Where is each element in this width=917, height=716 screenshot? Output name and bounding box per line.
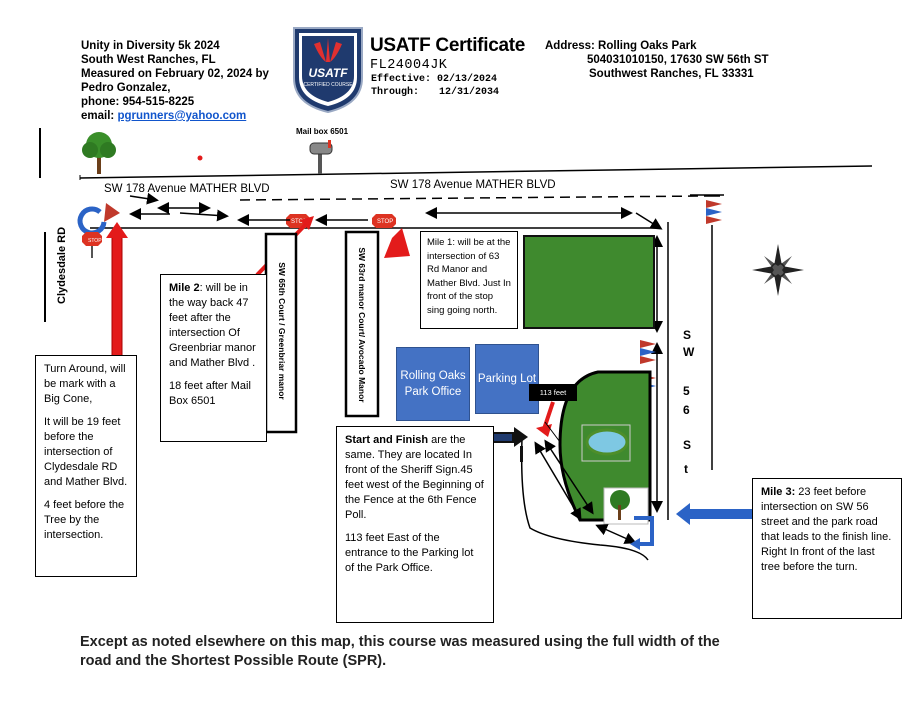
start-finish-note: Start and Finish are the same. They are … [336,426,494,623]
logo-subtext: CERTIFIED COURSE [303,82,353,88]
parking-lot-building: Parking Lot [475,344,539,414]
road-top-edge [79,165,873,179]
email-link[interactable]: pgrunners@yahoo.com [117,110,247,122]
mile2-note: Mile 2: will be in the way back 47 feet … [160,274,267,442]
certificate-title: USATF Certificate [370,35,526,56]
court65-label: SW 65th Court / Greenbriar manor [277,262,287,400]
mailbox-label: Mail box 6501 [296,127,349,136]
sw56-letter-2: W [683,345,695,359]
mile2-extra: 18 feet after Mail Box 6501 [169,380,251,407]
mile1-text: Mile 1: will be at the intersection of 6… [427,237,511,316]
effective-date: 02/13/2024 [437,74,498,85]
usatf-logo: USATF CERTIFIED COURSE [290,22,366,114]
turnaround-line3: 4 feet before the Tree by the intersecti… [44,499,125,541]
footer-line1: Except as noted elsewhere on this map, t… [80,634,720,650]
sw56-letter-4: 6 [683,403,690,417]
stop-sign-avocado [372,214,396,228]
measurer-name: Pedro Gonzalez, [81,82,171,94]
sw56-letter-5: S [683,438,692,452]
mile2-text: : will be in the way back 47 feet after … [169,282,256,369]
stop-sign-clydesdale [82,232,102,258]
event-name: Unity in Diversity 5k 2024 [81,40,220,52]
red-arrow-up-clydesdale [106,222,128,359]
stop-text-2: STOP [291,219,307,225]
turnaround-note: Turn Around, will be mark with a Big Con… [35,355,137,577]
email-label: email: [81,110,115,122]
effective-label: Effective: [371,74,432,85]
through-label: Through: [371,87,420,98]
phone-number: phone: 954-515-8225 [81,96,195,108]
turnaround-line1: Turn Around, will be mark with a Big Con… [44,363,126,405]
blue-turn-arrow [634,516,654,546]
road-label-right: SW 178 Avenue MATHER BLVD [390,179,556,191]
start-finish-label: Start and Finish [345,434,429,446]
red-arrow-mile1 [384,228,410,258]
footer-line2: road and the Shortest Possible Route (SP… [80,653,387,669]
stop-text-3: STOP [377,219,393,225]
avocado-court [344,230,380,418]
sw56-letter-3: 5 [683,384,690,398]
turnaround-icon [77,203,120,236]
feet-tag: 113 feet [529,384,577,401]
email-line: email: pgrunners@yahoo.com [81,109,291,123]
mailbox-icon [309,140,333,174]
sw56-letter-1: S [683,328,692,342]
green-field [523,235,655,329]
turnaround-line2: It will be 19 feet before the intersecti… [44,416,128,488]
logo-text: USATF [308,66,348,80]
mile3-text: 23 feet before intersection on SW 56 str… [761,486,892,573]
park-office-building: Rolling Oaks Park Office [396,347,470,421]
address-line2: 504031010150, 17630 SW 56th ST [587,54,769,66]
address-block: Address: Rolling Oaks Park 504031010150,… [545,39,805,81]
start-finish-text: are the same. They are located In front … [345,434,484,521]
through-row: Through: 12/31/2034 [371,87,499,98]
sw56-letter-6: t [684,462,688,476]
court63-label: SW 63rd manor Court/ Avocado Manor [357,247,367,403]
start-finish-extra: 113 feet East of the entrance to the Par… [345,532,474,574]
greenbriar-court [264,232,298,434]
tree-icon [82,132,116,174]
clydesdale-label: Clydesdale RD [56,226,68,304]
event-location: South West Ranches, FL [81,54,216,66]
mile3-note: Mile 3: 23 feet before intersection on S… [752,478,902,619]
road-centerline [239,195,706,201]
event-info: Unity in Diversity 5k 2024 South West Ra… [81,39,291,123]
measured-date: Measured on February 02, 2024 by [81,68,269,80]
address-line1: Address: Rolling Oaks Park [545,40,697,52]
footer-note: Except as noted elsewhere on this map, t… [80,633,880,671]
marker-dot [197,155,203,161]
address-line3: Southwest Ranches, FL 33331 [589,68,754,80]
effective-row: Effective: 02/13/2024 [371,74,497,85]
mile2-label: Mile 2 [169,282,200,294]
through-date: 12/31/2034 [439,87,500,98]
certificate-code: FL24004JK [370,58,448,73]
mile1-note: Mile 1: will be at the intersection of 6… [420,231,518,329]
blue-arrow-start [484,427,528,447]
road-label-left: SW 178 Avenue MATHER BLVD [104,183,270,195]
blue-arrow-mile3 [676,503,752,525]
stop-text-1: STOP [88,238,102,244]
mile3-label: Mile 3: [761,486,796,498]
compass-icon [752,244,804,296]
